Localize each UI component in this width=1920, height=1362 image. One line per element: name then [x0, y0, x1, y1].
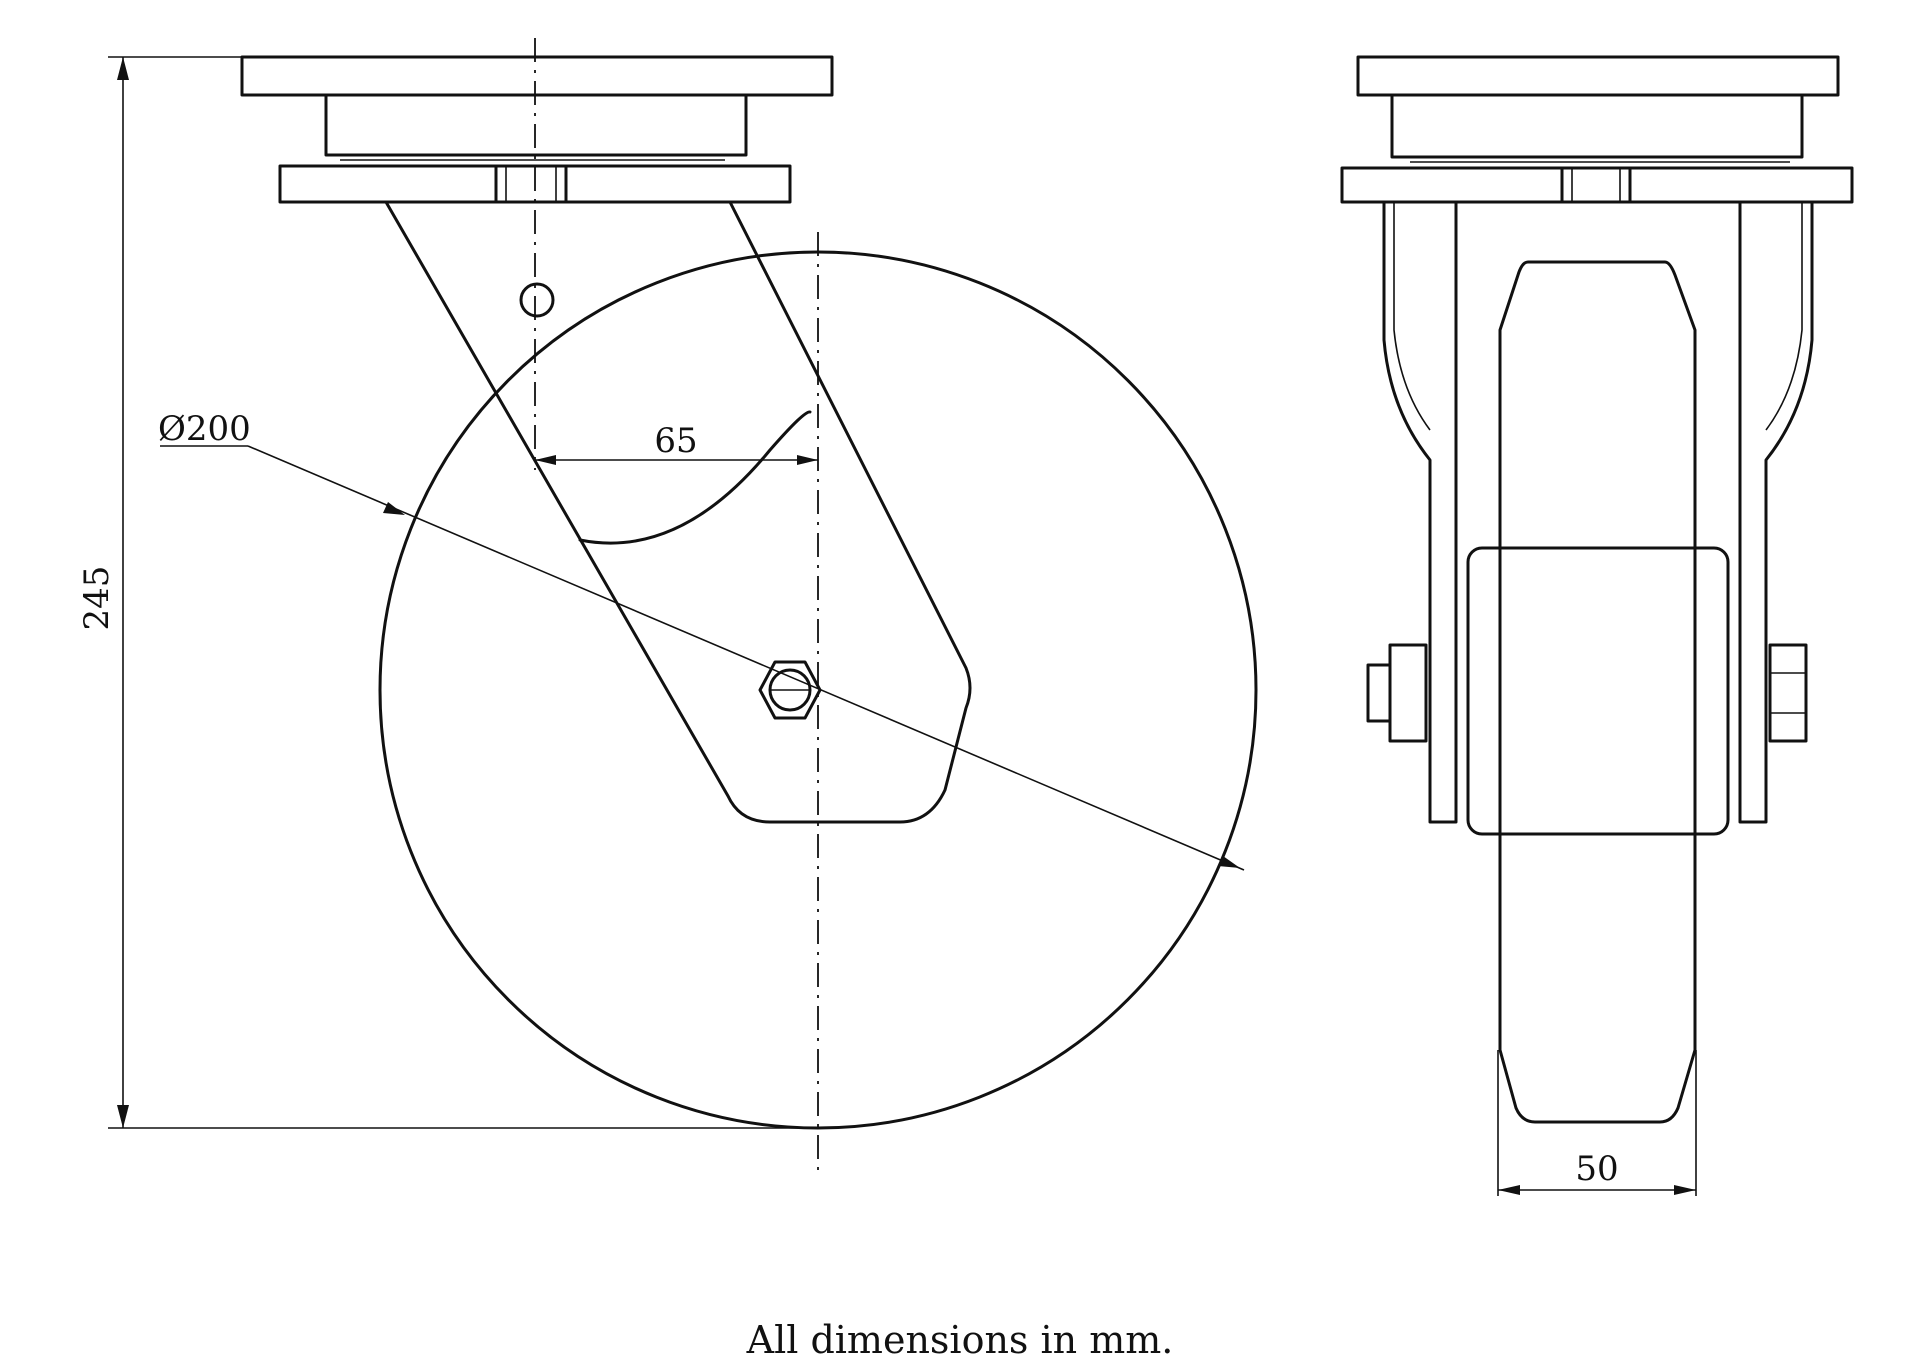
front-top-plate	[1356, 55, 1840, 97]
axle-nut	[1768, 643, 1808, 743]
axle-bolt-head	[1388, 643, 1428, 743]
units-note: All dimensions in mm.	[746, 1318, 1174, 1362]
wheel-tread	[1498, 260, 1697, 1124]
fork-leg	[384, 200, 972, 824]
swivel-housing	[324, 93, 748, 157]
wheel-width-label: 50	[1575, 1149, 1618, 1189]
wheel-diameter-label: Ø200	[158, 409, 251, 449]
axle-hex-nut	[758, 660, 822, 720]
kingpin-hole	[519, 282, 555, 318]
front-view: 50	[1340, 55, 1854, 1196]
swivel-offset-label: 65	[654, 421, 697, 461]
front-flange	[1340, 166, 1854, 204]
fork-side-right	[1738, 200, 1814, 824]
fork-side-left	[1382, 200, 1458, 824]
overall-height-label: 245	[77, 566, 117, 631]
top-plate	[240, 55, 834, 97]
front-swivel-housing	[1390, 93, 1804, 159]
side-view: 245 65 Ø200	[77, 38, 1258, 1172]
wheel-hub	[1466, 546, 1730, 836]
